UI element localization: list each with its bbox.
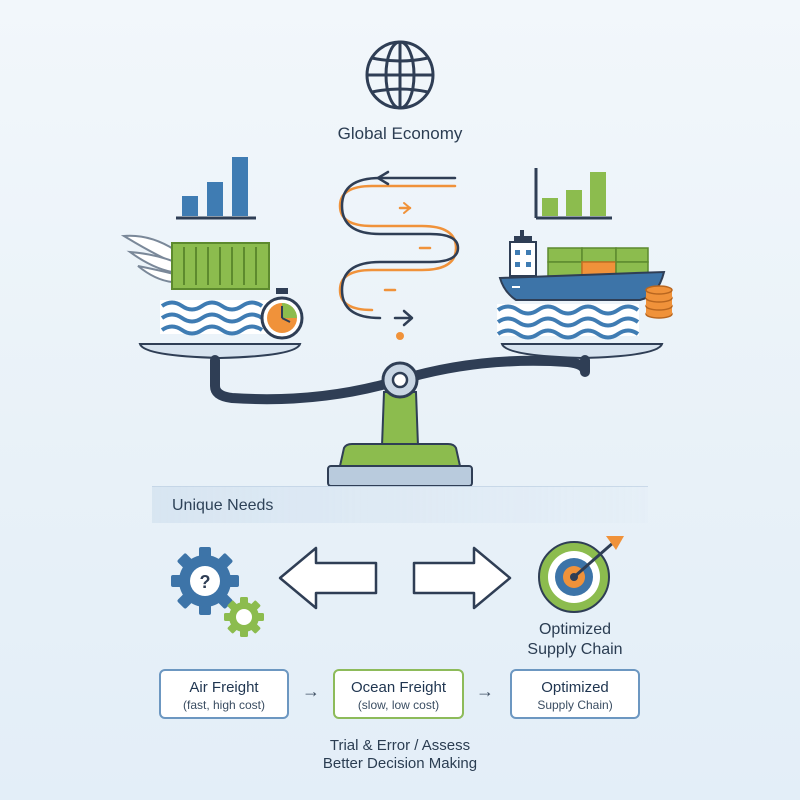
optimized-box-title: Optimized (541, 679, 609, 696)
wave-icon-right (496, 304, 640, 340)
coin-stack-icon (645, 285, 673, 319)
trial-and-error-label: Trial & Error / Assess Better Decision M… (280, 737, 520, 773)
optimized-label-line-2: Supply Chain (527, 641, 623, 658)
global-economy-label: Global Economy (337, 124, 463, 143)
gear-icon-small (224, 597, 264, 637)
trial-line-2: Better Decision Making (322, 755, 478, 772)
optimized-box-subtitle: Supply Chain) (537, 698, 613, 712)
help-glyph: ? (200, 572, 211, 592)
globe-icon (365, 40, 435, 110)
gear-icon-large (171, 547, 239, 615)
optimized-label-line-1: Optimized (538, 621, 612, 638)
route-icon (338, 170, 460, 340)
balance-scale-icon (210, 355, 590, 487)
arrow-left-icon (278, 546, 378, 610)
bar-chart-icon-left (176, 157, 256, 220)
trial-line-1: Trial & Error / Assess (329, 737, 471, 754)
bar-chart-icon-right (534, 168, 612, 220)
air-freight-box: Air Freight (fast, high cost) (159, 669, 289, 719)
wave-icon-left (160, 300, 272, 336)
optimized-supply-chain-label: Optimized Supply Chain (505, 620, 645, 660)
wing-icon (120, 234, 177, 284)
air-freight-title: Air Freight (189, 679, 259, 696)
optimized-supply-chain-box: Optimized Supply Chain) (510, 669, 640, 719)
flow-arrow-1: → (302, 681, 320, 701)
unique-needs-label: Unique Needs (172, 497, 274, 514)
ship-icon (498, 230, 666, 301)
unique-needs-band: Unique Needs (152, 486, 648, 523)
stopwatch-icon (260, 288, 304, 340)
flow-arrow-2: → (476, 681, 494, 701)
target-icon (538, 536, 624, 613)
container-icon (171, 242, 270, 290)
ocean-freight-subtitle: (slow, low cost) (357, 698, 440, 712)
arrow-right-icon (412, 546, 512, 610)
ocean-freight-title: Ocean Freight (350, 679, 447, 696)
ocean-freight-box: Ocean Freight (slow, low cost) (333, 669, 464, 719)
left-pan (138, 343, 302, 360)
air-freight-subtitle: (fast, high cost) (182, 698, 266, 712)
